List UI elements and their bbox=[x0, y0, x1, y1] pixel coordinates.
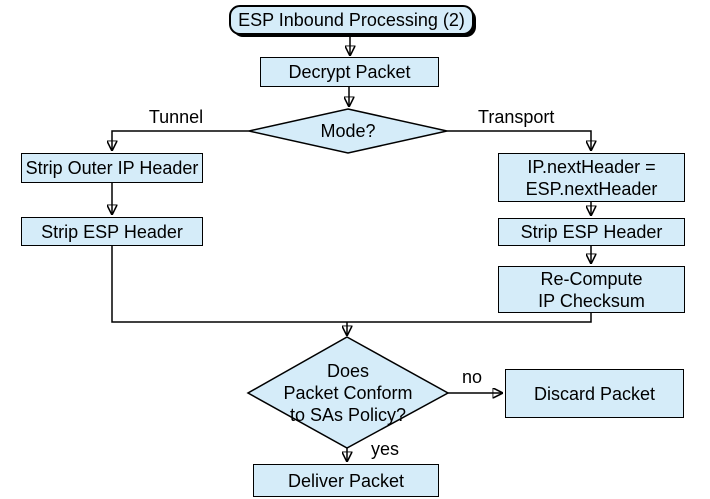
decrypt-packet-node: Decrypt Packet bbox=[260, 57, 439, 87]
no-branch-label: no bbox=[461, 367, 483, 387]
transport-branch-label: Transport bbox=[478, 107, 555, 127]
yes-branch-label: yes bbox=[370, 439, 399, 459]
ip-nextheader-node: IP.nextHeader = ESP.nextHeader bbox=[498, 153, 685, 202]
connector-mode-tunnel-branch bbox=[112, 130, 249, 150]
recompute-ip-checksum-node: Re-Compute IP Checksum bbox=[498, 266, 685, 313]
start-node: ESP Inbound Processing (2) bbox=[229, 5, 474, 35]
mode-decision-diamond bbox=[248, 108, 448, 154]
policy-decision-diamond bbox=[246, 336, 450, 449]
policy-decision-label: Does Packet Conform to SAs Policy? bbox=[283, 361, 413, 425]
connector-merge-line bbox=[111, 246, 592, 323]
discard-packet-node: Discard Packet bbox=[505, 369, 684, 418]
strip-esp-header-left-node: Strip ESP Header bbox=[21, 217, 203, 246]
tunnel-branch-label: Tunnel bbox=[148, 107, 204, 127]
deliver-packet-node: Deliver Packet bbox=[253, 464, 439, 497]
strip-esp-header-right-node: Strip ESP Header bbox=[498, 218, 685, 246]
connector-mode-transport-branch bbox=[447, 130, 591, 150]
mode-decision-label: Mode? bbox=[320, 121, 376, 141]
strip-outer-ip-header-node: Strip Outer IP Header bbox=[21, 153, 203, 183]
